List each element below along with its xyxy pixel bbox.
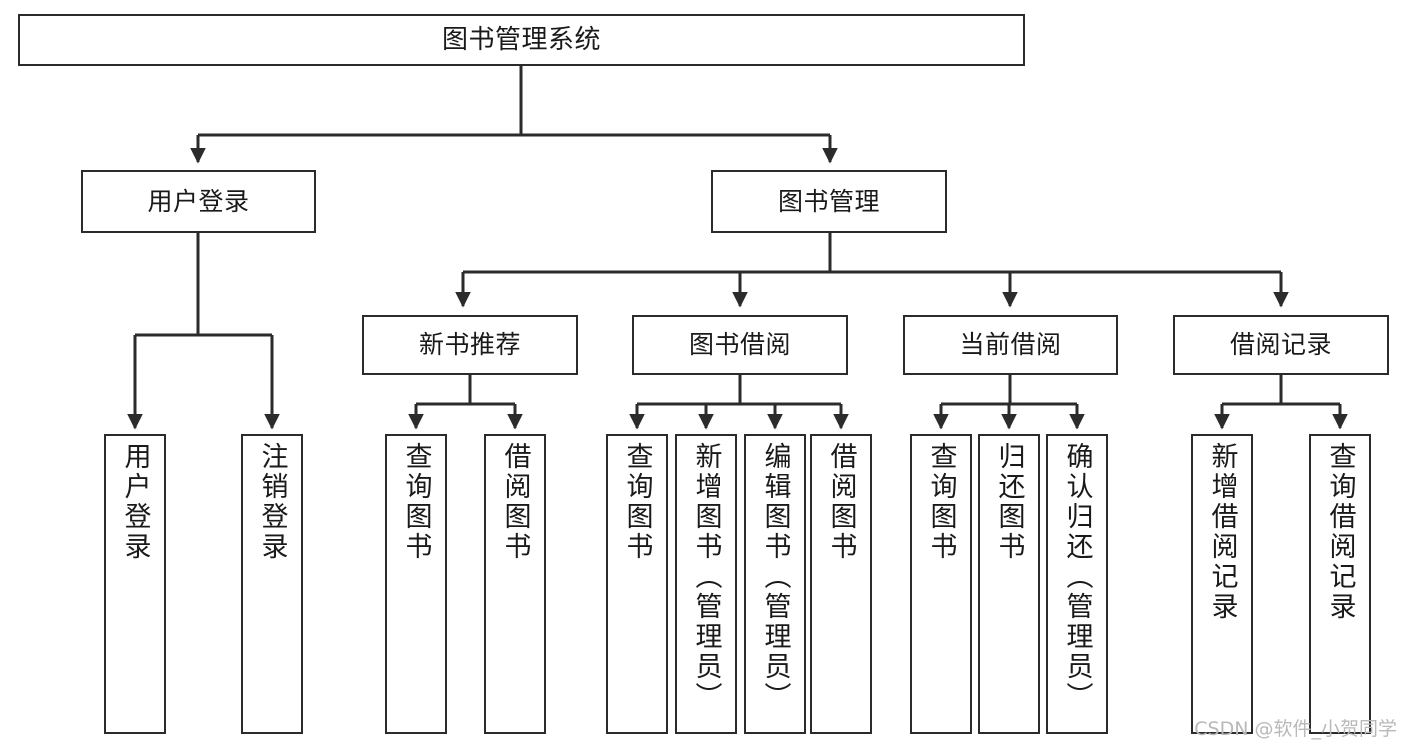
leaf-new-book-borrow[interactable]: 借阅图书 — [484, 434, 546, 734]
leaf-current-borrow-return[interactable]: 归还图书 — [978, 434, 1040, 734]
node-label: 图书管理 — [777, 186, 880, 216]
leaf-borrow-record-query[interactable]: 查询借阅记录 — [1309, 434, 1371, 734]
leaf-current-borrow-query[interactable]: 查询图书 — [910, 434, 972, 734]
node-label: 查询图书 — [621, 442, 653, 562]
node-label: 查询借阅记录 — [1324, 442, 1356, 622]
node-label: 新增图书（管理员） — [690, 442, 722, 712]
node-borrow-record[interactable]: 借阅记录 — [1173, 315, 1389, 375]
node-label: 借阅记录 — [1229, 330, 1332, 360]
node-label: 借阅图书 — [499, 442, 531, 562]
node-label: 编辑图书（管理员） — [759, 442, 791, 712]
csdn-watermark: CSDN @软件_小贺同学 — [1194, 718, 1397, 740]
node-book-borrow[interactable]: 图书借阅 — [632, 315, 848, 375]
node-new-book-recommend[interactable]: 新书推荐 — [362, 315, 578, 375]
node-label: 新增借阅记录 — [1206, 442, 1238, 622]
node-label: 归还图书 — [993, 442, 1025, 562]
node-label: 当前借阅 — [959, 330, 1062, 360]
node-label: 查询图书 — [925, 442, 957, 562]
node-label: 注销登录 — [256, 442, 288, 562]
node-label: 借阅图书 — [825, 442, 857, 562]
leaf-book-borrow-query[interactable]: 查询图书 — [606, 434, 668, 734]
leaf-user-login-login[interactable]: 用户登录 — [104, 434, 166, 734]
node-label: 确认归还（管理员） — [1061, 442, 1093, 712]
node-current-borrow[interactable]: 当前借阅 — [903, 315, 1118, 375]
node-user-login[interactable]: 用户登录 — [81, 170, 316, 233]
node-label: 用户登录 — [147, 186, 250, 216]
leaf-book-borrow-borrow[interactable]: 借阅图书 — [810, 434, 872, 734]
node-label: 图书借阅 — [688, 330, 791, 360]
node-root-system[interactable]: 图书管理系统 — [18, 14, 1025, 66]
leaf-book-borrow-edit[interactable]: 编辑图书（管理员） — [744, 434, 806, 734]
leaf-user-login-logout[interactable]: 注销登录 — [241, 434, 303, 734]
leaf-book-borrow-add[interactable]: 新增图书（管理员） — [675, 434, 737, 734]
leaf-new-book-query[interactable]: 查询图书 — [385, 434, 447, 734]
node-label: 新书推荐 — [418, 330, 521, 360]
node-label: 查询图书 — [400, 442, 432, 562]
node-label: 用户登录 — [119, 442, 151, 562]
node-label: 图书管理系统 — [441, 24, 601, 55]
node-book-management[interactable]: 图书管理 — [711, 170, 947, 233]
leaf-borrow-record-add[interactable]: 新增借阅记录 — [1191, 434, 1253, 734]
leaf-current-borrow-confirm-return[interactable]: 确认归还（管理员） — [1046, 434, 1108, 734]
